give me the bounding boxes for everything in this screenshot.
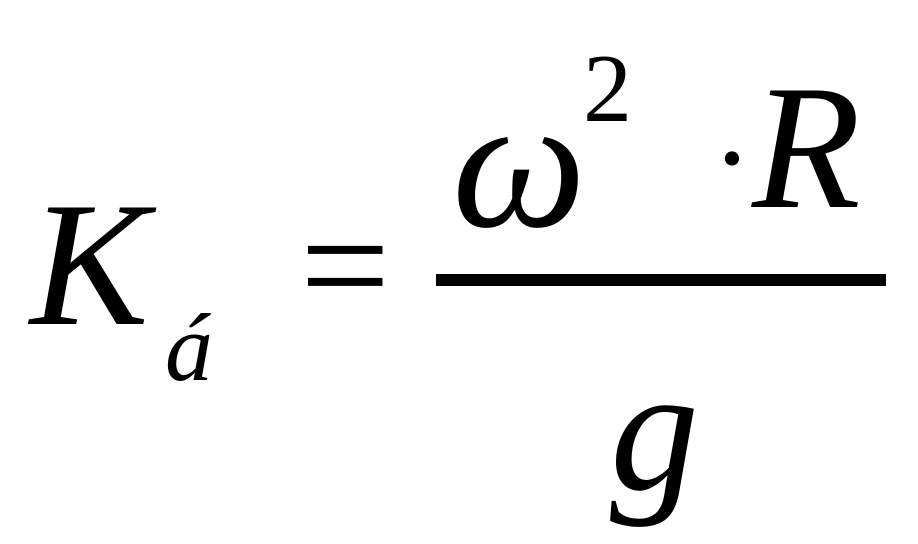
- lhs-symbol: K: [30, 165, 149, 363]
- equals-sign: =: [300, 176, 391, 354]
- numerator-exponent: 2: [583, 35, 632, 143]
- lhs-subscript: á: [165, 294, 213, 401]
- denominator: g: [610, 330, 699, 528]
- numerator-variable: R: [752, 48, 861, 246]
- numerator-symbol: ω: [452, 58, 587, 268]
- fraction-bar: [436, 274, 886, 286]
- multiplication-dot: ·: [712, 91, 752, 224]
